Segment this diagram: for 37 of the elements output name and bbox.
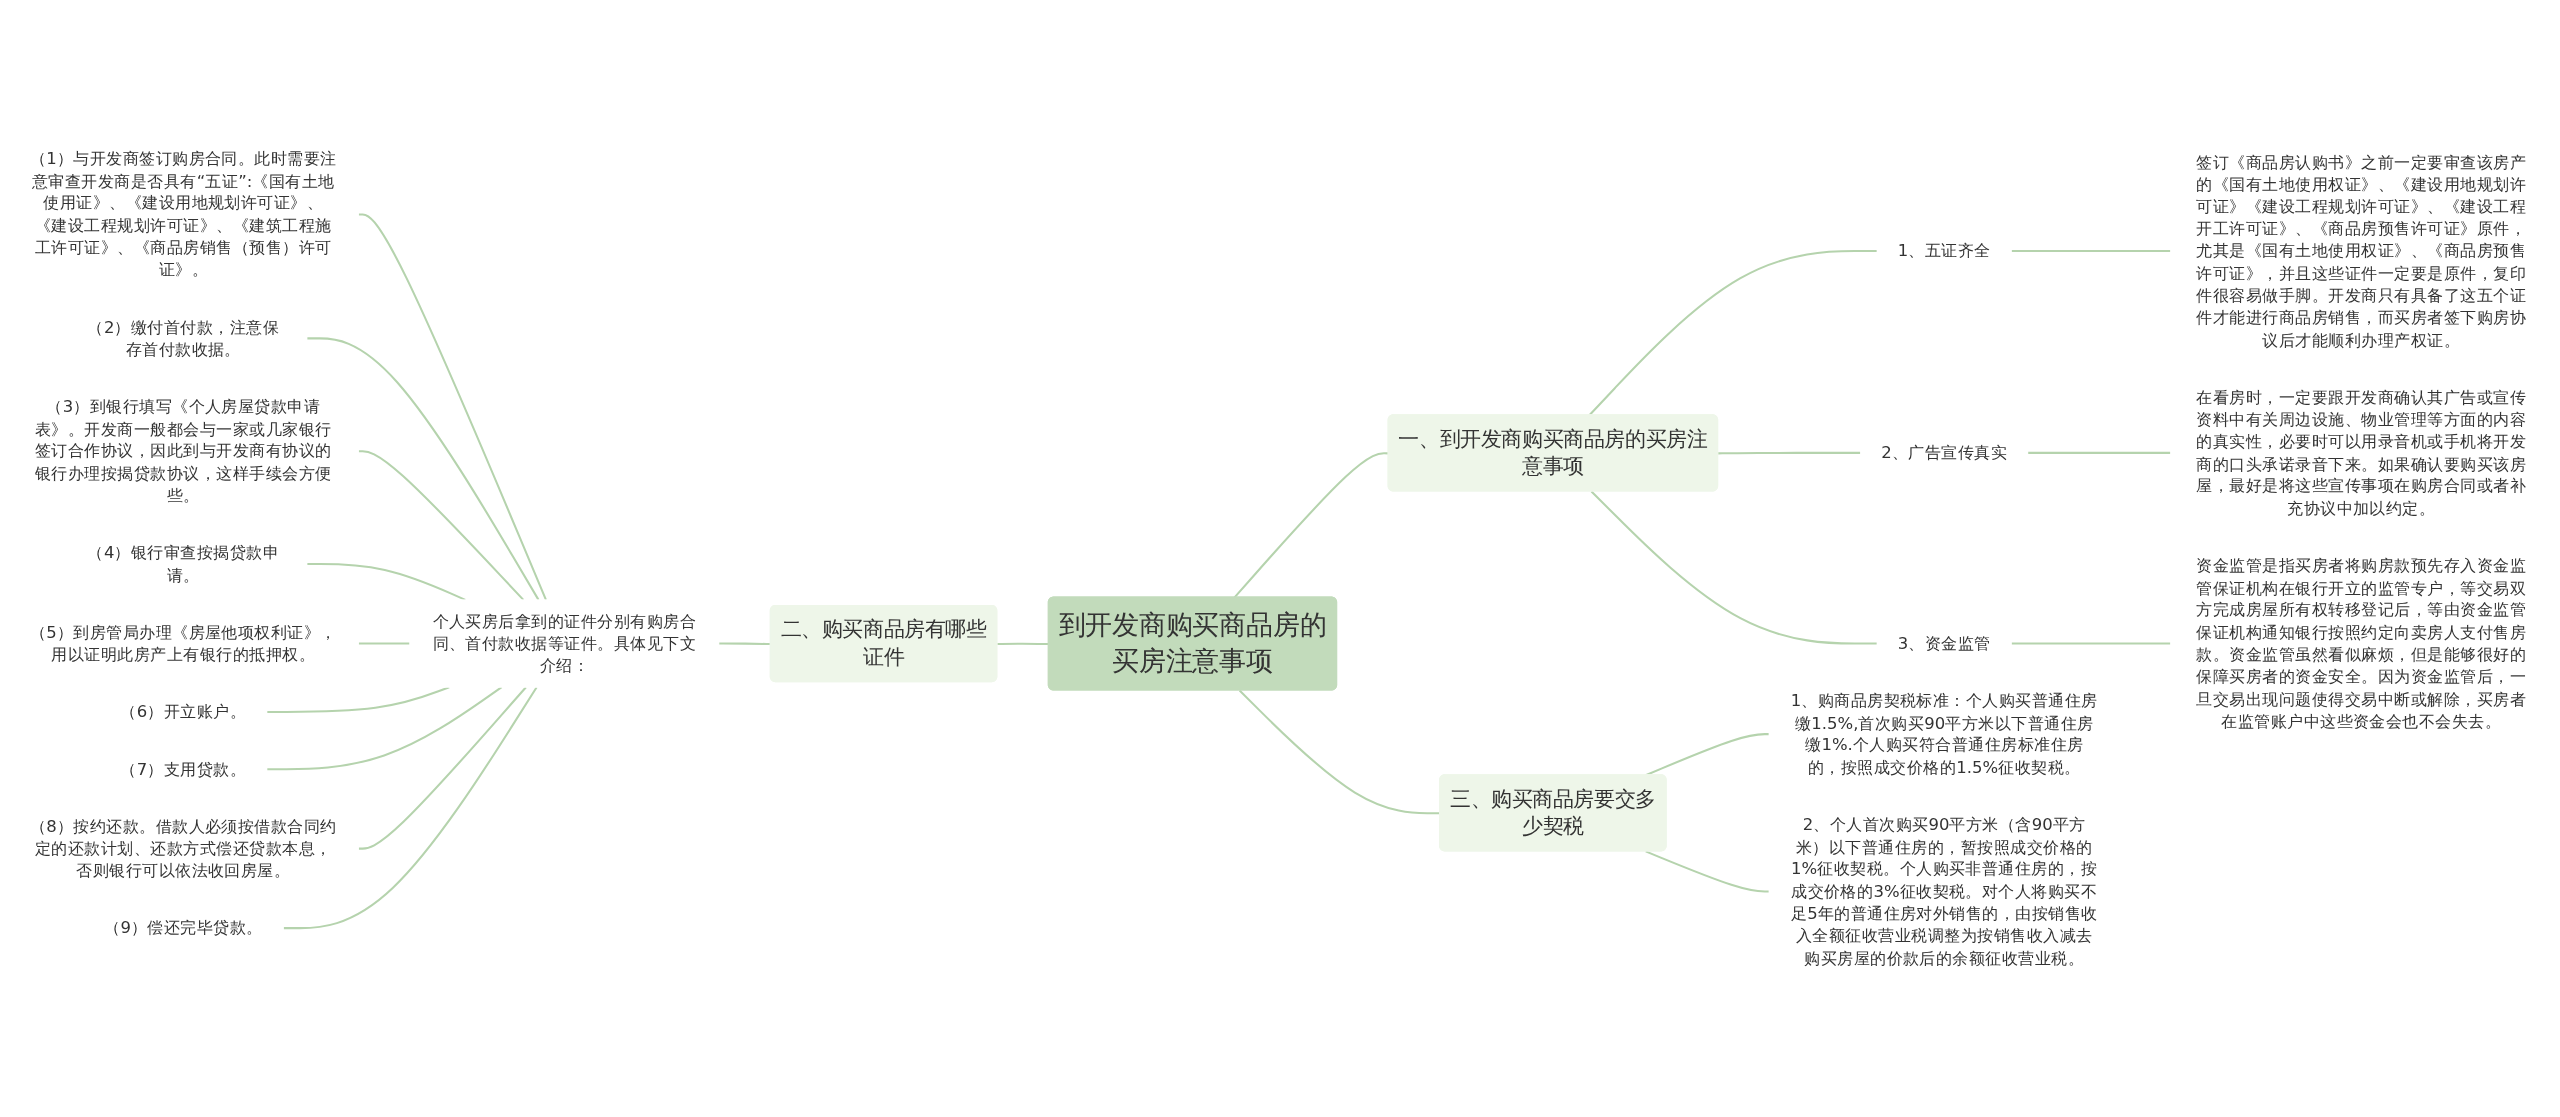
connector (283, 686, 538, 930)
node-text: 资金监管是指买房者将购房款预先存入资金监管保证机构在银行开立的监管专户，等交易双方完成房屋所有权转移登记后，等由资金监管保证机构通知银行按照约定向卖房人支付售房款。资金监管虽然看似麻烦，但是能够很好的保障买房者的资金安全。因为资金监管后，一旦交易出现问题使得交易中断或解除，买房者在监管账户中这些资金会也不会失去。 (2196, 555, 2527, 731)
connector (358, 450, 525, 601)
connector (306, 563, 466, 601)
node-text: 1、五证齐全 (1897, 241, 1991, 261)
connector (358, 642, 410, 645)
node-text: 2、个人首次购买90平方米（含90平方米）以下普通住房的，暂按照成交价格的1%征收契税。个人购买非普通住房的，按成交价格的3%征收契税。对个人将购买不足5年的普通住房对外销售的，由按销售收入全额征收营业税调整为按销售收入减去购买房屋的价款后的余额征收营业税。 (1790, 814, 2098, 968)
connector (1233, 452, 1389, 599)
node-text: 2、广告宣传真实 (1881, 442, 2008, 463)
connector (266, 686, 503, 771)
node-text: （9）偿还完毕贷款。 (103, 918, 263, 938)
node-text: 1、购商品房契税标准：个人购买普通住房缴1.5%,首次购买90平方米以下普通住房缴1%.个人购买符合普通住房标准住房的，按照成交价格的1.5%征收契税。 (1790, 690, 2098, 777)
node-text: （5）到房管局办理《房屋他项权利证》，用以证明此房产上有银行的抵押权。 (29, 622, 337, 665)
connector (306, 337, 540, 601)
connector (2027, 451, 2171, 454)
connector (2011, 250, 2171, 253)
connector (718, 642, 771, 646)
connector (1590, 490, 1878, 645)
node-text: 签订《商品房认购书》之前一定要审查该房产的《国有土地使用权证》、《建设用地规划许可证》《建设工程规划许可证》、《建设工程开工许可证》、《商品房预售许可证》原件，尤其是《国有土地使用权证》、《商品房预售许可证》，并且这些证件一定要是原件，复印件很容易做手脚。开发商只有具备了这五个证件才能进行商品房销售，而买房者签下购房协议后才能顺利办理产权证。 (2196, 152, 2527, 350)
node-text: （4）银行审查按揭贷款申请。 (87, 542, 280, 585)
connector (1645, 850, 1770, 893)
connector (2011, 642, 2171, 645)
connector (1718, 451, 1861, 455)
node-text: 在看房时，一定要跟开发商确认其广告或宣传资料中有关周边设施、物业管理等方面的内容的真实性，必要时可以用录音机或手机将开发商的口头承诺录音下来。如果确认要购买该房屋，最好是将这些宣传事项在购房合同或者补充协议中加以约定。 (2196, 387, 2527, 518)
node-text: （2）缴付首付款，注意保存首付款收据。 (87, 317, 280, 359)
node-text: （8）按约还款。借款人必须按借款合同约定的还款计划、还款方式偿还贷款本息，否则银行可以依法收回房屋。 (29, 816, 337, 881)
connector (266, 686, 450, 713)
connector (358, 686, 527, 850)
connector (1588, 250, 1878, 416)
node-text: 个人买房后拿到的证件分别有购房合同、首付款收据等证件。具体见下文介绍： (432, 611, 697, 676)
connector (997, 642, 1049, 646)
node-text: 3、资金监管 (1897, 633, 1991, 654)
node-text: （1）与开发商签订购房合同。此时需要注意审查开发商是否具有“五证”:《国有土地使用证》、《建设用地规划许可证》、《建设工程规划许可证》、《建筑工程施工许可证》、《商品房销售（预售）许可证》。 (29, 148, 337, 280)
node-text: （3）到银行填写《个人房屋贷款申请表》。开发商一般都会与一家或几家银行签订合作协议，因此到与开发商有协议的银行办理按揭贷款协议，这样手续会方便些。 (35, 396, 332, 506)
node-text: （6）开立账户。 (120, 701, 247, 722)
connector (358, 213, 547, 601)
node-text: （7）支用贷款。 (120, 759, 247, 779)
